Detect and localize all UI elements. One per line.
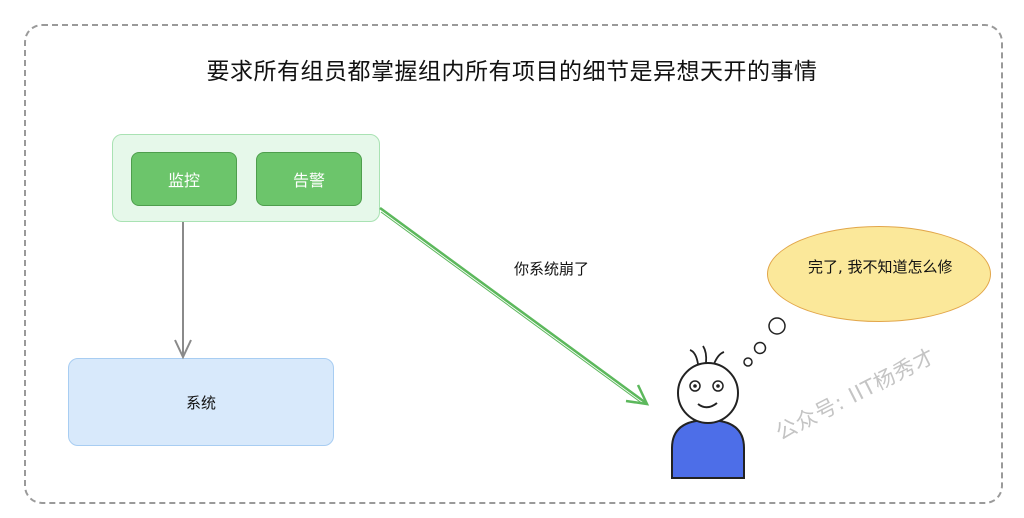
arrow-label: 你系统崩了 bbox=[514, 260, 590, 278]
dashed-frame bbox=[24, 24, 1003, 504]
monitor-node: 监控 bbox=[131, 152, 237, 206]
thought-bubble-text: 完了, 我不知道怎么修 bbox=[808, 258, 953, 276]
person-icon bbox=[671, 345, 745, 479]
gray-arrow bbox=[174, 222, 192, 360]
thought-dot-small bbox=[743, 357, 753, 367]
thought-bubble bbox=[767, 226, 991, 322]
thought-dot-large bbox=[768, 317, 786, 335]
diagram-title: 要求所有组员都掌握组内所有项目的细节是异想天开的事情 bbox=[206, 59, 818, 85]
thought-dot-medium bbox=[753, 341, 767, 355]
green-arrow bbox=[379, 206, 650, 406]
system-node: 系统 bbox=[68, 358, 334, 446]
alert-node: 告警 bbox=[256, 152, 362, 206]
